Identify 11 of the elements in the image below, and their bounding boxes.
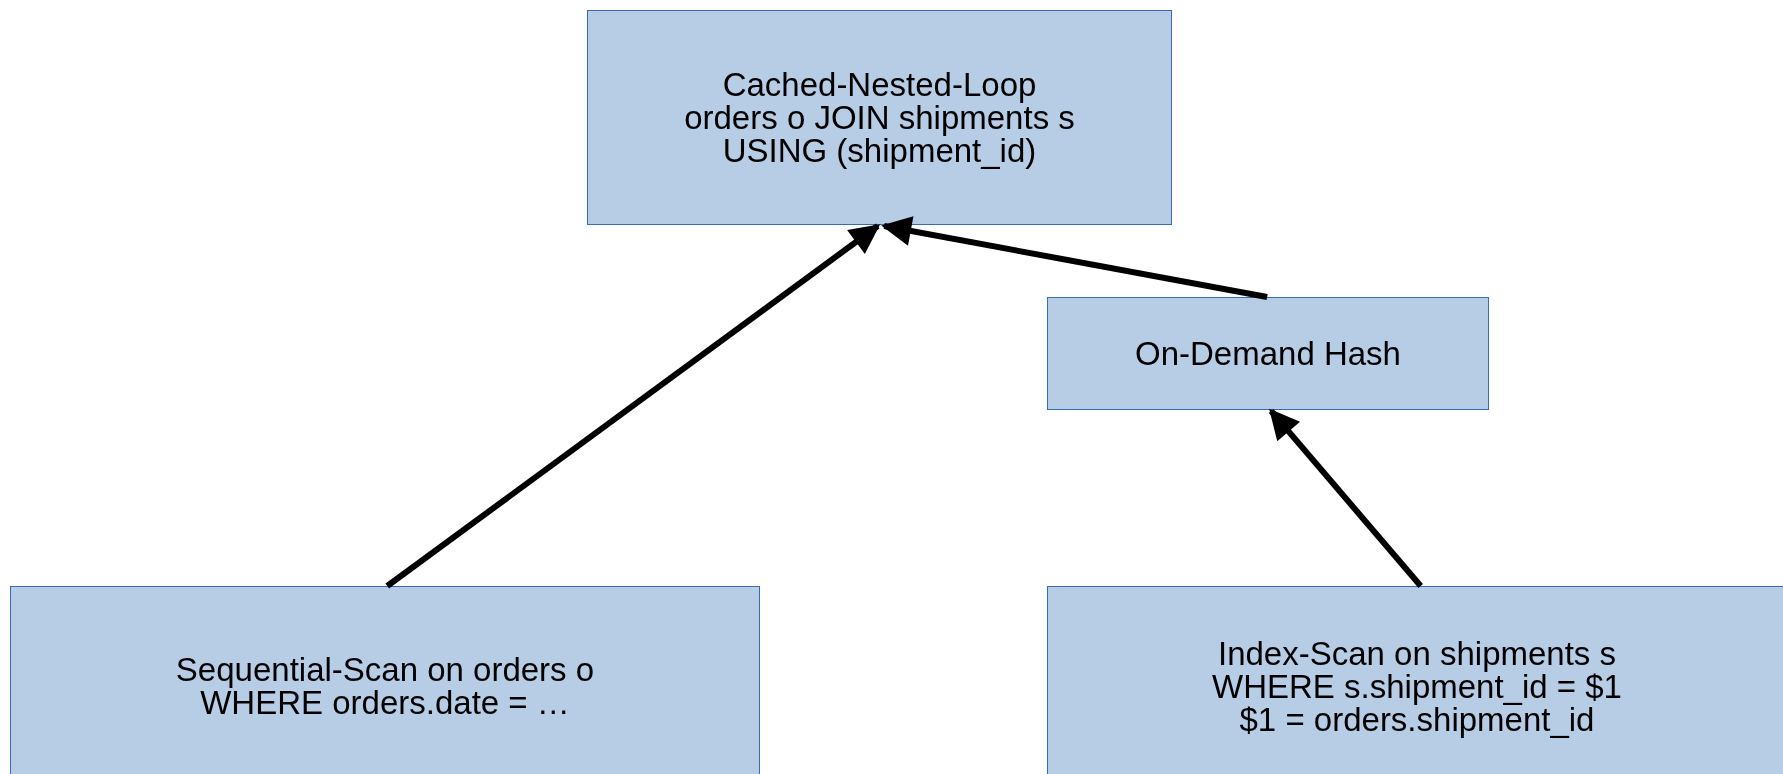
arrow bbox=[385, 223, 881, 589]
node-label: Sequential-Scan on orders o WHERE orders.date = … bbox=[174, 653, 596, 719]
plan-node-box bbox=[587, 10, 1172, 225]
node-label: Cached-Nested-Loop orders o JOIN shipments s USING (shipment_id) bbox=[683, 68, 1076, 167]
plan-node-box bbox=[10, 586, 760, 774]
node-label: On-Demand Hash bbox=[1135, 337, 1401, 370]
plan-node-box bbox=[1047, 586, 1783, 774]
arrow bbox=[881, 216, 1268, 300]
plan-node-box bbox=[1047, 297, 1489, 410]
node-label: Index-Scan on shipments s WHERE s.shipment_id = $1 $1 = orders.shipment_id bbox=[1211, 636, 1623, 736]
arrow bbox=[1268, 408, 1423, 588]
